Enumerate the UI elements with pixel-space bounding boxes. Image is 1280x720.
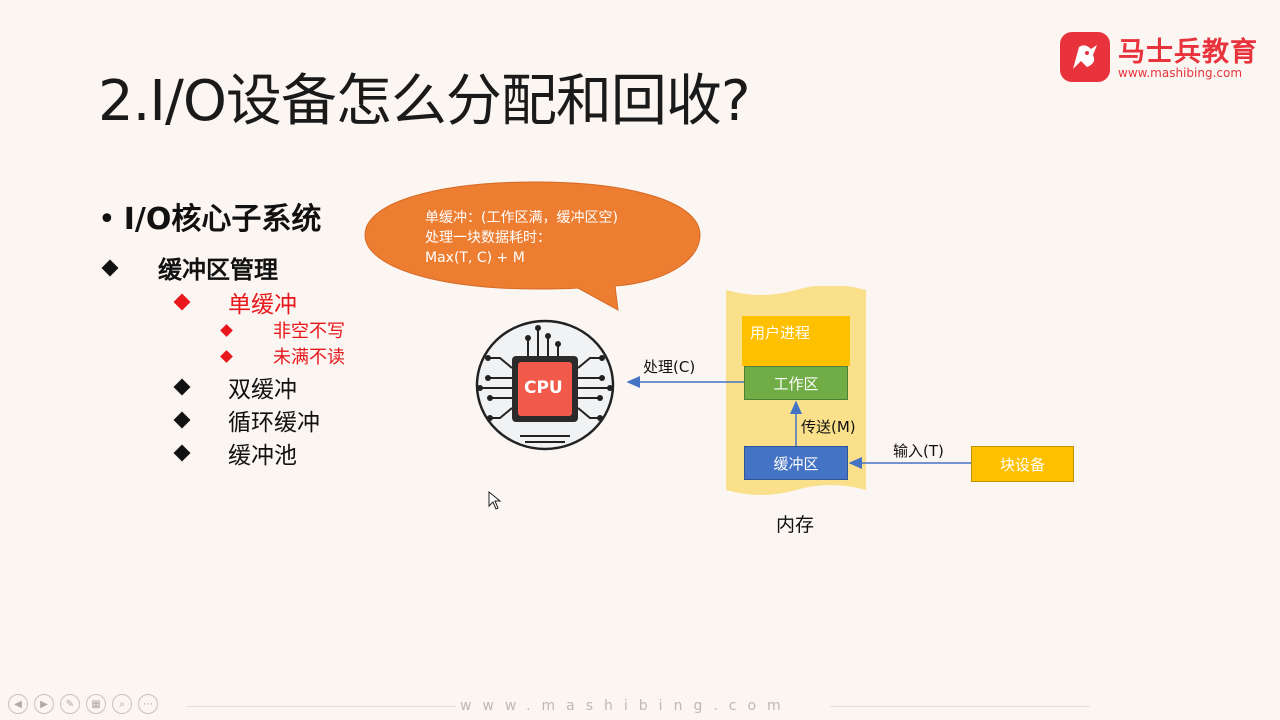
- outline-item-label: 单缓冲: [228, 292, 297, 318]
- outline-subitem-2: 未满不读: [220, 343, 345, 369]
- process-arrow-label: 处理(C): [643, 358, 696, 376]
- outline-item-buffer-pool: 缓冲池: [173, 436, 297, 470]
- footer-rule-right: [830, 706, 1090, 707]
- diamond-bullet-icon: [101, 259, 119, 276]
- prev-slide-icon[interactable]: ◀: [8, 694, 28, 714]
- next-slide-icon[interactable]: ▶: [34, 694, 54, 714]
- callout-bubble: [364, 181, 701, 311]
- callout-line-2: 处理一块数据耗时：: [425, 230, 551, 246]
- input-arrow-label: 输入(T): [893, 442, 944, 460]
- transfer-arrow-label: 传送(M): [801, 418, 856, 436]
- cpu-label: CPU: [524, 378, 563, 398]
- work-area-box: 工作区: [744, 366, 848, 400]
- brand-url: www.mashibing.com: [1118, 66, 1243, 80]
- footer-url: www.mashibing.com: [460, 698, 792, 714]
- zoom-icon[interactable]: ⌕: [112, 694, 132, 714]
- callout-text: 单缓冲：(工作区满，缓冲区空) 处理一块数据耗时： Max(T, C) + M: [425, 208, 618, 268]
- memory-caption: 内存: [776, 514, 815, 536]
- callout-line-1: 单缓冲：(工作区满，缓冲区空): [425, 210, 618, 226]
- outline-level2: 缓冲区管理: [101, 250, 278, 285]
- buffer-box: 缓冲区: [744, 446, 848, 480]
- diamond-bullet-icon: [173, 444, 191, 462]
- pen-icon[interactable]: ✎: [60, 694, 80, 714]
- outline-subitem-1: 非空不写: [220, 317, 345, 343]
- diamond-bullet-icon: [220, 349, 233, 363]
- outline-item-label: 循环缓冲: [228, 410, 320, 436]
- outline-item-single-buffer: 单缓冲: [173, 285, 297, 319]
- brand-logo-icon: [1060, 32, 1110, 82]
- outline-level2-label: 缓冲区管理: [158, 256, 278, 284]
- diamond-bullet-icon: [173, 293, 191, 311]
- outline-level1: •I/O核心子系统: [98, 194, 321, 238]
- footer-rule-left: [186, 706, 456, 707]
- bullet-dot-icon: •: [98, 202, 116, 237]
- more-options-icon[interactable]: ⋯: [138, 694, 158, 714]
- slide-title: 2.I/O设备怎么分配和回收?: [98, 69, 751, 134]
- outline-item-label: 缓冲池: [228, 443, 297, 469]
- outline-level1-label: I/O核心子系统: [123, 202, 322, 237]
- cpu-icon: [475, 319, 615, 451]
- diamond-bullet-icon: [220, 323, 233, 337]
- slide-nav-toolbar: ◀ ▶ ✎ ▦ ⌕ ⋯: [8, 694, 158, 714]
- user-process-box: 用户进程: [742, 316, 850, 366]
- callout-line-3: Max(T, C) + M: [425, 250, 525, 266]
- mouse-cursor-icon: [488, 491, 502, 510]
- buffer-label: 缓冲区: [773, 454, 819, 473]
- outline-item-circular-buffer: 循环缓冲: [173, 403, 320, 437]
- outline-subitem-label: 未满不读: [273, 347, 345, 368]
- slides-grid-icon[interactable]: ▦: [86, 694, 106, 714]
- outline-subitem-label: 非空不写: [273, 321, 345, 342]
- user-process-label: 用户进程: [750, 324, 811, 342]
- outline-item-label: 双缓冲: [228, 377, 297, 403]
- work-area-label: 工作区: [773, 374, 819, 393]
- diamond-bullet-icon: [173, 411, 191, 429]
- outline-item-double-buffer: 双缓冲: [173, 370, 297, 404]
- brand-name: 马士兵教育: [1118, 37, 1258, 68]
- block-device-box: 块设备: [971, 446, 1074, 482]
- diamond-bullet-icon: [173, 378, 191, 396]
- block-device-label: 块设备: [999, 455, 1045, 474]
